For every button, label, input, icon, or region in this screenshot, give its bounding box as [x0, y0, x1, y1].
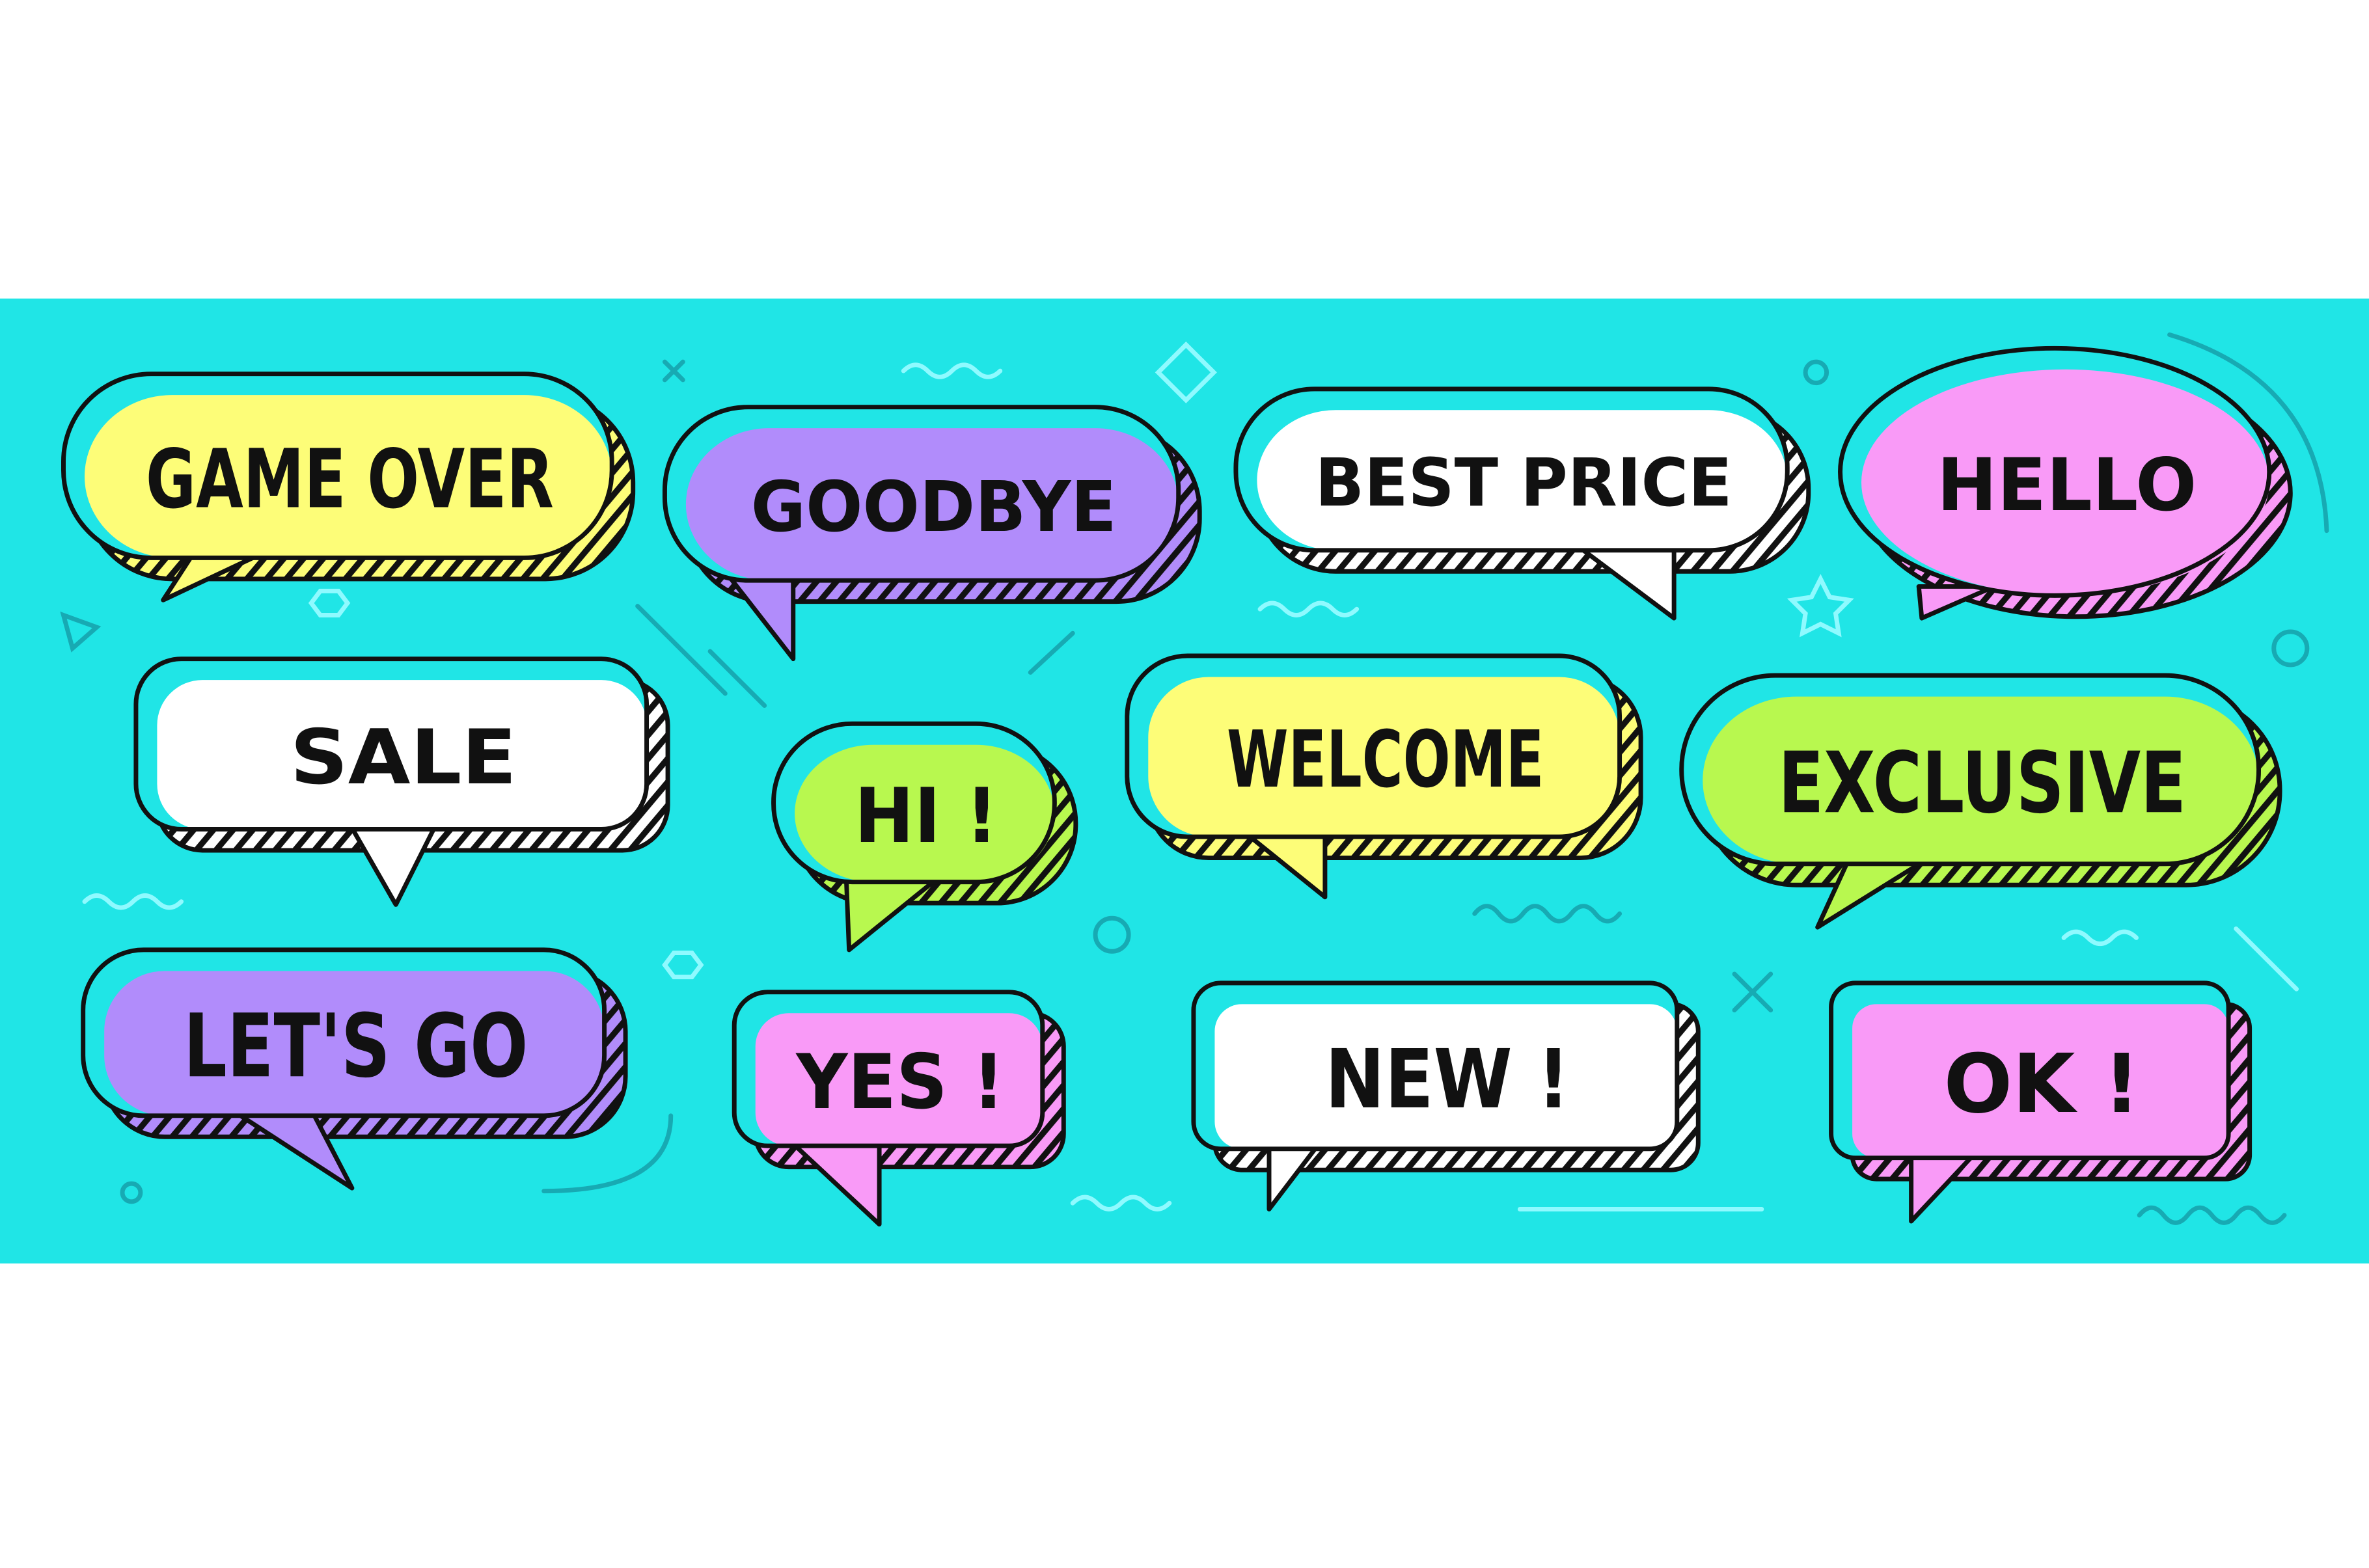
bubble-fill: [1257, 410, 1788, 550]
bubble-fill: [1852, 1004, 2229, 1158]
slash-lines: [635, 604, 1075, 708]
bubble-outline: [61, 372, 614, 560]
bubble-outline: [1838, 345, 2272, 598]
bubble-fill: [157, 680, 647, 830]
bubble-label: EXCLUSIVE: [1778, 733, 2186, 832]
cross-icon: [1732, 971, 1773, 1013]
bubble-label: WELCOME: [1227, 714, 1544, 805]
slash-lines: [2234, 926, 2299, 992]
decorations: [60, 332, 2329, 1225]
speech-bubble: EXCLUSIVE: [1679, 673, 2282, 930]
bubble-label: GOODBYE: [751, 467, 1117, 548]
bubble-outline: [662, 405, 1181, 583]
circle-icon: [120, 1181, 143, 1204]
bubble-fill: [1148, 677, 1620, 837]
bubble-outline: [1233, 386, 1790, 553]
wave-icon: [82, 893, 184, 910]
bubble-label: SALE: [290, 714, 517, 802]
bubble-fill: [755, 1013, 1043, 1146]
bubble-outline: [1679, 673, 2262, 867]
bubble-label: LET'S GO: [184, 995, 528, 1097]
wave-icon: [901, 362, 1003, 379]
speech-bubble: BEST PRICE: [1233, 386, 1811, 621]
speech-bubble: WELCOME: [1125, 653, 1643, 900]
bubble-outline: [1191, 980, 1680, 1152]
bubble-fill: [685, 428, 1179, 581]
bubble-label: GAME OVER: [146, 432, 554, 527]
arc-line: [541, 1113, 674, 1194]
diamond-icon: [1155, 341, 1217, 403]
circle-icon: [2271, 629, 2310, 668]
bubble-fill: [104, 971, 605, 1116]
bubble-outline: [771, 721, 1057, 885]
bubble-outline: [732, 990, 1045, 1148]
wave-icon: [2137, 1205, 2287, 1225]
speech-bubble: NEW !: [1191, 980, 1701, 1211]
bubble-label: NEW !: [1325, 1032, 1570, 1127]
bubble-fill: [1703, 696, 2259, 864]
speech-bubble: SALE: [133, 656, 670, 907]
wave-icon: [1257, 601, 1360, 617]
bubble-label: HELLO: [1937, 444, 2197, 528]
bubble-outline: [1829, 980, 2231, 1161]
circle-icon: [1803, 359, 1829, 386]
star-icon: [1787, 574, 1854, 638]
bubble-outline: [81, 947, 607, 1118]
bubble-label: BEST PRICE: [1315, 444, 1732, 522]
bubble-label: HI !: [855, 772, 998, 860]
bubble-label: OK !: [1944, 1036, 2141, 1131]
arc-line: [2167, 332, 2329, 534]
wave-icon: [2061, 929, 2139, 947]
hexagon-icon: [308, 588, 351, 617]
bubble-outline: [1125, 653, 1623, 839]
bubble-fill: [85, 395, 612, 558]
bubble-tail: [1916, 584, 1997, 621]
cross-icon: [662, 359, 685, 383]
bubble-fill: [1861, 369, 2269, 596]
speech-bubble: GAME OVER: [61, 372, 636, 602]
speech-bubbles: GAME OVER GOODBYE BEST PRICE HELLO SALE HI ! W…: [61, 345, 2293, 1227]
hexagon-icon: [662, 951, 704, 980]
speech-bubble: OK !: [1829, 980, 2253, 1224]
bubble-label: YES !: [795, 1038, 1005, 1126]
triangle-icon: [60, 611, 102, 653]
bubble-outline: [133, 656, 650, 831]
speech-bubble: YES !: [732, 990, 1066, 1227]
speech-bubble: HI !: [771, 721, 1078, 953]
speech-bubble: GOODBYE: [662, 405, 1202, 662]
bubble-fill: [795, 744, 1055, 882]
wave-icon: [1472, 904, 1623, 924]
circle-icon: [1093, 915, 1131, 954]
bubble-fill: [1214, 1004, 1677, 1149]
speech-bubble: HELLO: [1838, 345, 2293, 621]
wave-icon: [1070, 1195, 1172, 1211]
speech-bubble: LET'S GO: [81, 947, 628, 1191]
